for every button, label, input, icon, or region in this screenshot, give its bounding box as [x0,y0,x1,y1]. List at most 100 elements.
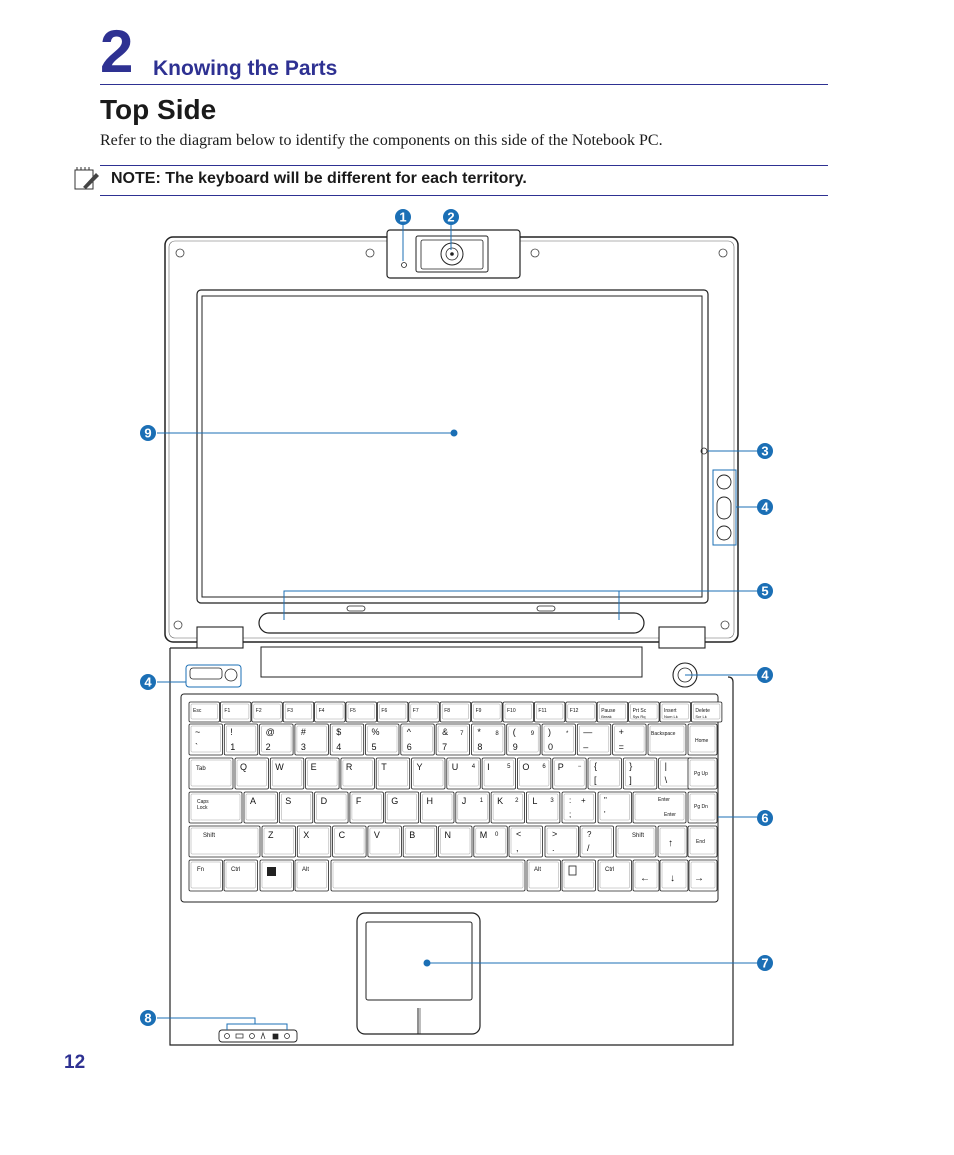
key-label: 4 [336,742,341,752]
key-label: B [409,830,415,840]
key-fn-label: 3 [550,798,554,804]
callout-badge: 9 [140,425,156,441]
key-slash: ?/ [579,825,614,858]
key-number-row: += [612,723,647,756]
note-top-rule [100,165,828,166]
key-letter: R [340,757,375,790]
key-label: F6 [381,708,387,714]
key-label: 9 [513,742,518,752]
key-label: F [356,796,362,806]
note-bottom-rule [100,195,828,196]
key-label: F9 [476,708,482,714]
callout-number: 4 [761,668,769,683]
hinge-left [196,626,244,649]
hinge-center [260,646,643,678]
callout-number: 2 [447,210,454,225]
key-semicolon: :+; [561,791,596,824]
key-letter: T [375,757,411,790]
key-fn-row: F12 [565,701,597,723]
sensor-indicator [700,447,708,455]
callout-badge: 3 [757,443,773,459]
key-label: : [569,796,571,805]
key-letter: W [269,757,305,790]
key-fn-label: 6 [542,764,546,770]
key-label: V [374,830,380,840]
key-label: ! [230,727,233,737]
key-letter: C [332,825,367,858]
key-tab: Tab [188,757,234,790]
key-fn-label: 2 [515,798,519,804]
key-fn-label: − [578,764,582,770]
key-label: . [552,843,555,853]
key-fn-row: F11 [534,701,566,723]
key-label: N [445,830,452,840]
callout-badge: 4 [757,667,773,683]
key-letter: G [384,791,420,824]
key-label: Prt Sc [633,708,647,714]
key-label: Shift [203,833,215,839]
key-sublabel: Break [601,714,611,719]
key-letter: S [278,791,314,824]
key-label: > [552,829,557,839]
key-letter: P− [552,757,587,790]
key-label: 2 [266,742,271,752]
menu-icon [568,865,577,876]
callout-lines [157,219,757,1030]
key-label: End [696,839,705,845]
key-fn-label: 7 [460,731,464,737]
key-label: O [522,762,529,772]
key-letter: Y [411,757,446,790]
key-windows [259,859,294,892]
key-label: = [619,742,624,752]
key-fn-label: 1 [480,798,484,804]
callout-badge: 5 [757,583,773,599]
key-label: ] [629,775,632,785]
note-pencil-icon [74,167,100,196]
instant-key-1 [716,474,732,490]
key-fn-label: 4 [472,764,476,770]
key-label: } [629,761,632,771]
key-ctrl-left: Ctrl [223,859,258,892]
key-sublabel: Num Lk [664,714,678,719]
key-period: >. [544,825,579,858]
key-label: + [619,727,624,737]
key-fn-label: 9 [531,731,535,737]
key-label: ? [587,830,592,839]
key-label: G [391,796,398,806]
key-label: Home [695,738,709,744]
page-number: 12 [64,1052,86,1073]
callout-number: 6 [761,811,768,826]
key-letter: D [314,791,349,824]
arrow-down-icon: ↓ [670,873,675,884]
key-label: 0 [548,742,553,752]
callout-number: 7 [761,956,768,971]
key-label: U [452,762,459,772]
key-label: Pause [601,708,615,714]
key-label: Caps [197,799,209,805]
key-shift-left: Shift [188,825,261,858]
windows-icon [267,867,276,876]
key-fn-row: F9 [471,701,503,723]
key-label: | [665,761,667,771]
key-letter: Q [234,757,269,790]
base-outline [169,648,734,1046]
key-arrow-up: ↑ [657,825,688,858]
key-label: Lock [197,805,208,811]
key-letter: X [296,825,332,858]
key-letter: H [420,791,455,824]
key-label: 1 [230,742,235,752]
key-label: F2 [256,708,262,714]
key-label: Insert [664,708,677,714]
callout-number: 3 [761,444,768,459]
key-pgup: Pg Up [687,757,718,790]
key-label: X [303,830,309,840]
key-label: * [477,727,481,737]
key-label: { [594,761,597,771]
key-label: < [516,829,521,839]
key-label: Tab [196,766,206,772]
key-comma: <, [508,825,543,858]
key-label: % [372,727,380,737]
